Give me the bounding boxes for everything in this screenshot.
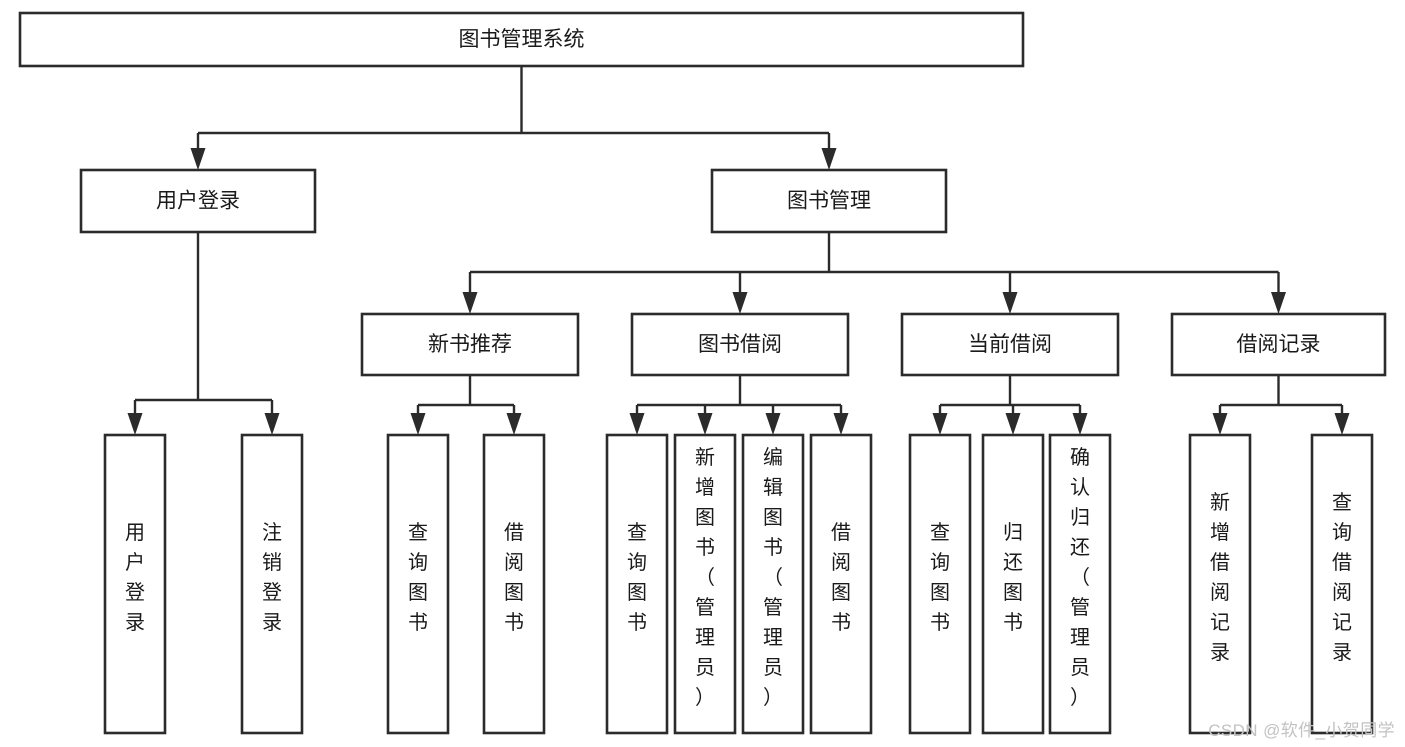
- node-box[interactable]: [809, 433, 873, 735]
- arrow-head-icon: [1005, 413, 1021, 435]
- arrow-head-icon: [932, 413, 948, 435]
- node-leaf-leaf-logout[interactable]: 注销登录: [240, 433, 304, 735]
- node-leaf-leaf-add-book[interactable]: 新增图书（管理员）: [673, 433, 737, 735]
- arrow-head-icon: [1212, 413, 1228, 435]
- node-box[interactable]: [673, 433, 737, 735]
- node-label: 注销登录: [262, 521, 282, 634]
- node-label: 图书管理系统: [459, 28, 585, 51]
- node-box[interactable]: [981, 433, 1045, 735]
- node-label: 确认归还（管理员）: [1070, 446, 1090, 709]
- node-box[interactable]: [630, 312, 850, 377]
- node-box[interactable]: [103, 433, 167, 735]
- arrow-head-icon: [821, 148, 837, 170]
- node-leaf-leaf-add-record[interactable]: 新增借阅记录: [1188, 433, 1252, 735]
- node-leaf-leaf-user-login[interactable]: 用户登录: [103, 433, 167, 735]
- node-leaf-leaf-borrow-book-rec[interactable]: 借阅图书: [482, 433, 546, 735]
- arrow-head-icon: [264, 413, 280, 435]
- edge-group-book-borrow: [629, 375, 849, 435]
- node-label: 新书推荐: [428, 333, 512, 356]
- node-label: 图书管理: [787, 190, 871, 213]
- edge-group-borrow-record: [1212, 375, 1350, 435]
- node-label: 查询借阅记录: [1332, 491, 1352, 664]
- arrow-head-icon: [506, 413, 522, 435]
- node-leaf-leaf-query-record[interactable]: 查询借阅记录: [1310, 433, 1374, 735]
- node-leaf-leaf-query-book-rec[interactable]: 查询图书: [386, 433, 450, 735]
- arrow-head-icon: [1271, 292, 1286, 314]
- node-label: 编辑图书（管理员）: [763, 446, 783, 709]
- node-box[interactable]: [1048, 433, 1112, 735]
- arrow-head-icon: [410, 413, 426, 435]
- node-leaf-leaf-borrow-book-br[interactable]: 借阅图书: [809, 433, 873, 735]
- node-box[interactable]: [386, 433, 450, 735]
- node-leaf-leaf-edit-book[interactable]: 编辑图书（管理员）: [741, 433, 805, 735]
- node-leaf-leaf-query-book-cb[interactable]: 查询图书: [908, 433, 972, 735]
- node-box[interactable]: [710, 168, 948, 234]
- node-label: 用户登录: [125, 522, 145, 634]
- node-label: 查询图书: [627, 521, 647, 634]
- node-submodule-book-borrow[interactable]: 图书借阅: [630, 312, 850, 377]
- arrow-head-icon: [1002, 292, 1018, 314]
- arrow-head-icon: [732, 292, 748, 314]
- node-label: 查询图书: [408, 521, 428, 634]
- nodes-layer: 图书管理系统用户登录图书管理新书推荐图书借阅当前借阅借阅记录用户登录注销登录查询…: [18, 11, 1387, 735]
- node-box[interactable]: [79, 168, 317, 234]
- node-label: 新增借阅记录: [1210, 491, 1230, 664]
- edge-group-new-book-rec: [410, 375, 522, 435]
- node-label: 借阅记录: [1237, 333, 1321, 356]
- arrow-head-icon: [765, 413, 781, 435]
- node-label: 归还图书: [1003, 521, 1023, 634]
- arrow-head-icon: [1072, 413, 1088, 435]
- node-module-book-manage[interactable]: 图书管理: [710, 168, 948, 234]
- node-label: 图书借阅: [698, 333, 782, 356]
- node-leaf-leaf-return-book[interactable]: 归还图书: [981, 433, 1045, 735]
- watermark-text: CSDN @软件_小贺同学: [1208, 721, 1395, 740]
- node-box[interactable]: [1188, 433, 1252, 735]
- node-module-user-login[interactable]: 用户登录: [79, 168, 317, 234]
- arrow-head-icon: [1334, 413, 1350, 435]
- arrow-head-icon: [190, 148, 206, 170]
- arrow-head-icon: [127, 413, 143, 435]
- arrow-head-icon: [462, 292, 478, 314]
- edges-layer: [127, 66, 1350, 435]
- node-submodule-current-borrow[interactable]: 当前借阅: [900, 312, 1120, 377]
- node-leaf-leaf-confirm-return[interactable]: 确认归还（管理员）: [1048, 433, 1112, 735]
- node-label: 借阅图书: [831, 521, 851, 634]
- node-submodule-new-book-rec[interactable]: 新书推荐: [360, 312, 580, 377]
- node-box[interactable]: [18, 11, 1025, 68]
- node-box[interactable]: [482, 433, 546, 735]
- arrow-head-icon: [833, 413, 849, 435]
- edge-group-user-login: [127, 232, 280, 435]
- edge-group-root: [190, 66, 837, 170]
- node-leaf-leaf-query-book-br[interactable]: 查询图书: [605, 433, 669, 735]
- node-box[interactable]: [240, 433, 304, 735]
- node-box[interactable]: [900, 312, 1120, 377]
- node-label: 查询图书: [930, 521, 950, 634]
- node-label: 借阅图书: [504, 521, 524, 634]
- node-box[interactable]: [1170, 312, 1387, 377]
- node-box[interactable]: [741, 433, 805, 735]
- node-root-system-title[interactable]: 图书管理系统: [18, 11, 1025, 68]
- node-box[interactable]: [1310, 433, 1374, 735]
- edge-group-book-manage: [462, 232, 1286, 314]
- node-submodule-borrow-record[interactable]: 借阅记录: [1170, 312, 1387, 377]
- node-label: 当前借阅: [968, 333, 1052, 356]
- node-box[interactable]: [605, 433, 669, 735]
- node-box[interactable]: [908, 433, 972, 735]
- arrow-head-icon: [697, 413, 713, 435]
- node-label: 新增图书（管理员）: [695, 446, 715, 709]
- arrow-head-icon: [629, 413, 645, 435]
- node-label: 用户登录: [156, 190, 240, 213]
- node-box[interactable]: [360, 312, 580, 377]
- edge-group-current-borrow: [932, 375, 1088, 435]
